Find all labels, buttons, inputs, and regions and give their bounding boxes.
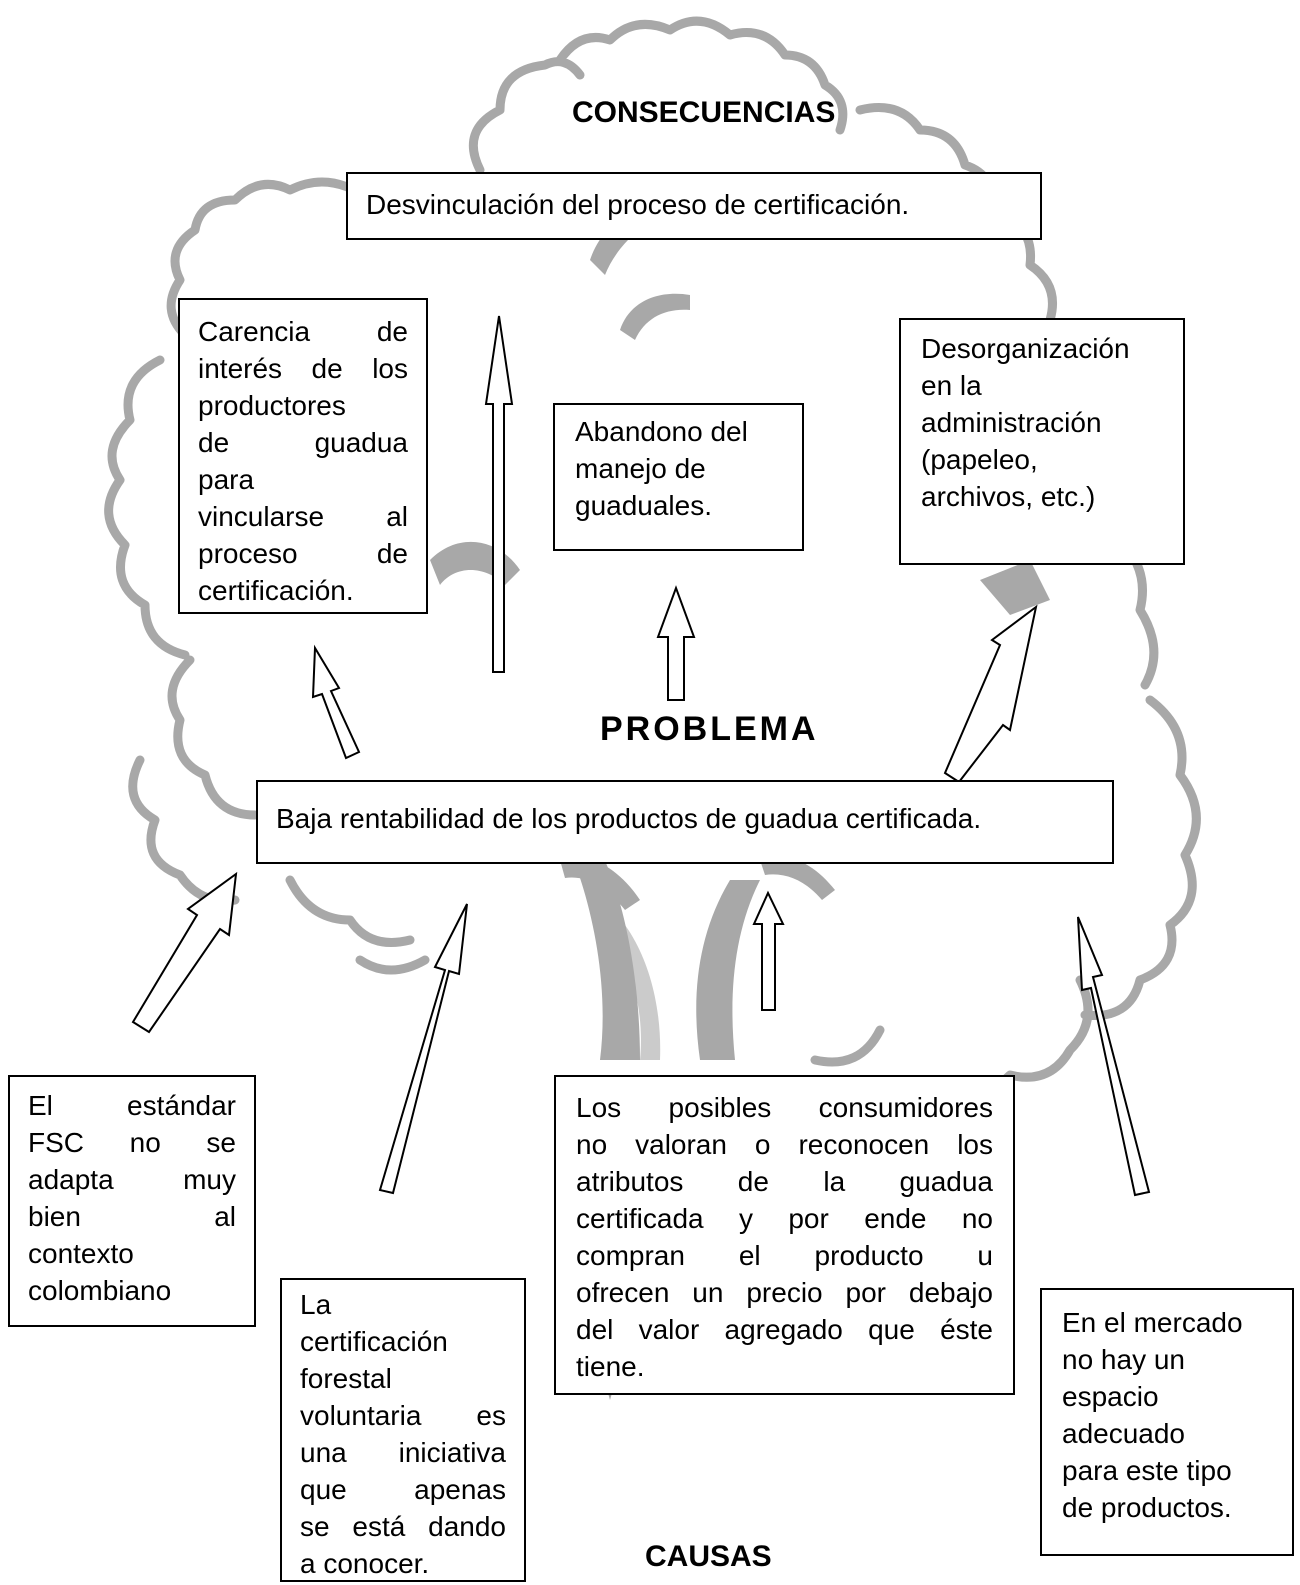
cause-consumers-line: certificada y por ende no — [576, 1203, 993, 1234]
consequence-left-line: interés de los — [198, 353, 408, 384]
cause-market-line: En el mercado — [1062, 1307, 1243, 1338]
cause-market-line: de productos. — [1062, 1492, 1232, 1523]
arrow-up-to-desvinculacion — [484, 315, 514, 673]
cause-voluntary-box: La certificación forestal voluntaria es … — [280, 1278, 526, 1582]
consequence-center-line: Abandono del — [575, 416, 748, 447]
causes-heading: CAUSAS — [645, 1540, 772, 1573]
cause-market-line: no hay un — [1062, 1344, 1185, 1375]
cause-voluntary-line: que apenas — [300, 1474, 506, 1505]
cause-voluntary-line: se está dando — [300, 1511, 506, 1542]
consequence-center-box: Abandono del manejo de guaduales. — [553, 403, 804, 551]
arrow-up-to-desorganizacion — [943, 604, 1038, 784]
consequences-heading: CONSECUENCIAS — [572, 96, 836, 129]
cause-consumers-line: tiene. — [576, 1351, 645, 1382]
consequence-center-line: guaduales. — [575, 490, 713, 521]
consequence-top-box: Desvinculación del proceso de certificac… — [346, 172, 1042, 240]
cause-consumers-line: compran el producto u — [576, 1240, 993, 1271]
cause-market-line: adecuado — [1062, 1418, 1186, 1449]
problem-heading: PROBLEMA — [600, 710, 819, 748]
consequence-right-line: (papeleo, — [921, 444, 1038, 475]
problem-text: Baja rentabilidad de los productos de gu… — [276, 803, 982, 834]
cause-voluntary-line: voluntaria es — [300, 1400, 506, 1431]
cause-voluntary-line: forestal — [300, 1363, 392, 1394]
consequence-right-line: Desorganización — [921, 333, 1130, 364]
consequence-left-line: proceso de — [198, 538, 408, 569]
consequence-left-line: certificación. — [198, 575, 354, 606]
consequence-top-text: Desvinculación del proceso de certificac… — [366, 189, 910, 220]
consequence-right-line: en la — [921, 370, 982, 401]
cause-market-line: espacio — [1062, 1381, 1159, 1412]
consequence-left-line: Carencia de — [198, 316, 408, 347]
consequence-left-line: para — [198, 464, 255, 495]
cause-consumers-box: Los posibles consumidores no valoran o r… — [554, 1075, 1015, 1395]
cause-consumers-line: ofrecen un precio por debajo — [576, 1277, 993, 1308]
consequence-right-box: Desorganización en la administración (pa… — [899, 318, 1185, 565]
cause-consumers-line: atributos de la guadua — [576, 1166, 993, 1197]
cause-voluntary-line: a conocer. — [300, 1548, 430, 1579]
arrow-up-to-carencia — [311, 644, 361, 760]
cause-fsc-line: colombiano — [28, 1275, 172, 1306]
cause-consumers-line: Los posibles consumidores — [576, 1092, 993, 1123]
cause-fsc-line: contexto — [28, 1238, 134, 1269]
consequence-left-line: productores — [198, 390, 346, 421]
consequence-right-line: administración — [921, 407, 1102, 438]
cause-consumers-line: no valoran o reconocen los — [576, 1129, 993, 1160]
cause-market-box: En el mercado no hay un espacio adecuado… — [1040, 1288, 1294, 1556]
arrow-up-to-abandono — [656, 585, 696, 701]
cause-voluntary-line: La — [300, 1289, 332, 1320]
arrow-consumers-to-problem — [752, 890, 785, 1011]
arrow-market-to-problem — [1077, 916, 1151, 1197]
cause-consumers-line: del valor agregado que éste — [576, 1314, 993, 1345]
consequence-right-line: archivos, etc.) — [921, 481, 1096, 512]
cause-fsc-box: El estándar FSC no se adapta muy bien al… — [8, 1075, 256, 1327]
consequence-left-line: de guadua — [198, 427, 408, 458]
consequence-left-line: vincularse al — [198, 501, 408, 532]
cause-fsc-line: El estándar — [28, 1090, 236, 1121]
consequence-left-box: Carencia de interés de los productores d… — [178, 298, 428, 614]
arrow-voluntary-to-problem — [378, 903, 468, 1195]
cause-fsc-line: adapta muy — [28, 1164, 236, 1195]
problem-box: Baja rentabilidad de los productos de gu… — [256, 780, 1114, 864]
cause-fsc-line: bien al — [28, 1201, 236, 1232]
cause-voluntary-line: certificación — [300, 1326, 448, 1357]
cause-fsc-line: FSC no se — [28, 1127, 236, 1158]
arrow-fsc-to-problem — [131, 871, 238, 1034]
consequence-center-line: manejo de — [575, 453, 706, 484]
cause-voluntary-line: una iniciativa — [300, 1437, 506, 1468]
cause-market-line: para este tipo — [1062, 1455, 1232, 1486]
